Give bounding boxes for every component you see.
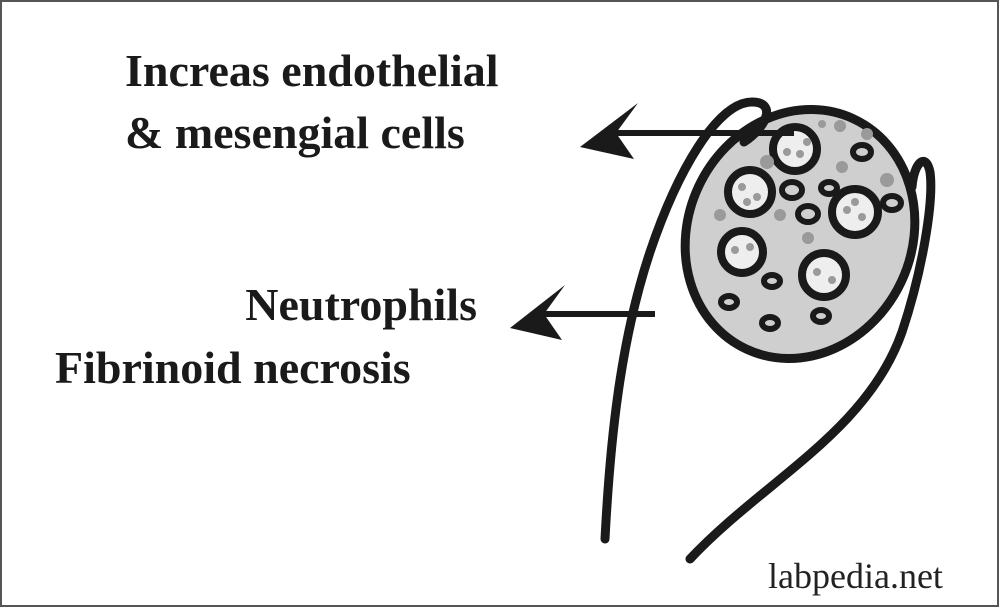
label-endothelial-line1: Increas endothelial — [125, 45, 499, 96]
glomerular-tuft — [680, 105, 920, 363]
watermark: labpedia.net — [768, 556, 943, 596]
small-cells — [718, 142, 904, 332]
label-endothelial-line2: & mesengial cells — [125, 107, 465, 158]
nuclei — [714, 120, 894, 284]
bowman-capsule-right — [685, 156, 936, 564]
capillary-loops — [717, 123, 882, 301]
arrow-neutrophils — [510, 285, 655, 340]
label-neutrophils: Neutrophils — [245, 279, 477, 330]
arrow-endothelial — [580, 103, 794, 159]
bowman-capsule-left — [600, 97, 772, 544]
label-fibrinoid-necrosis: Fibrinoid necrosis — [55, 342, 411, 393]
